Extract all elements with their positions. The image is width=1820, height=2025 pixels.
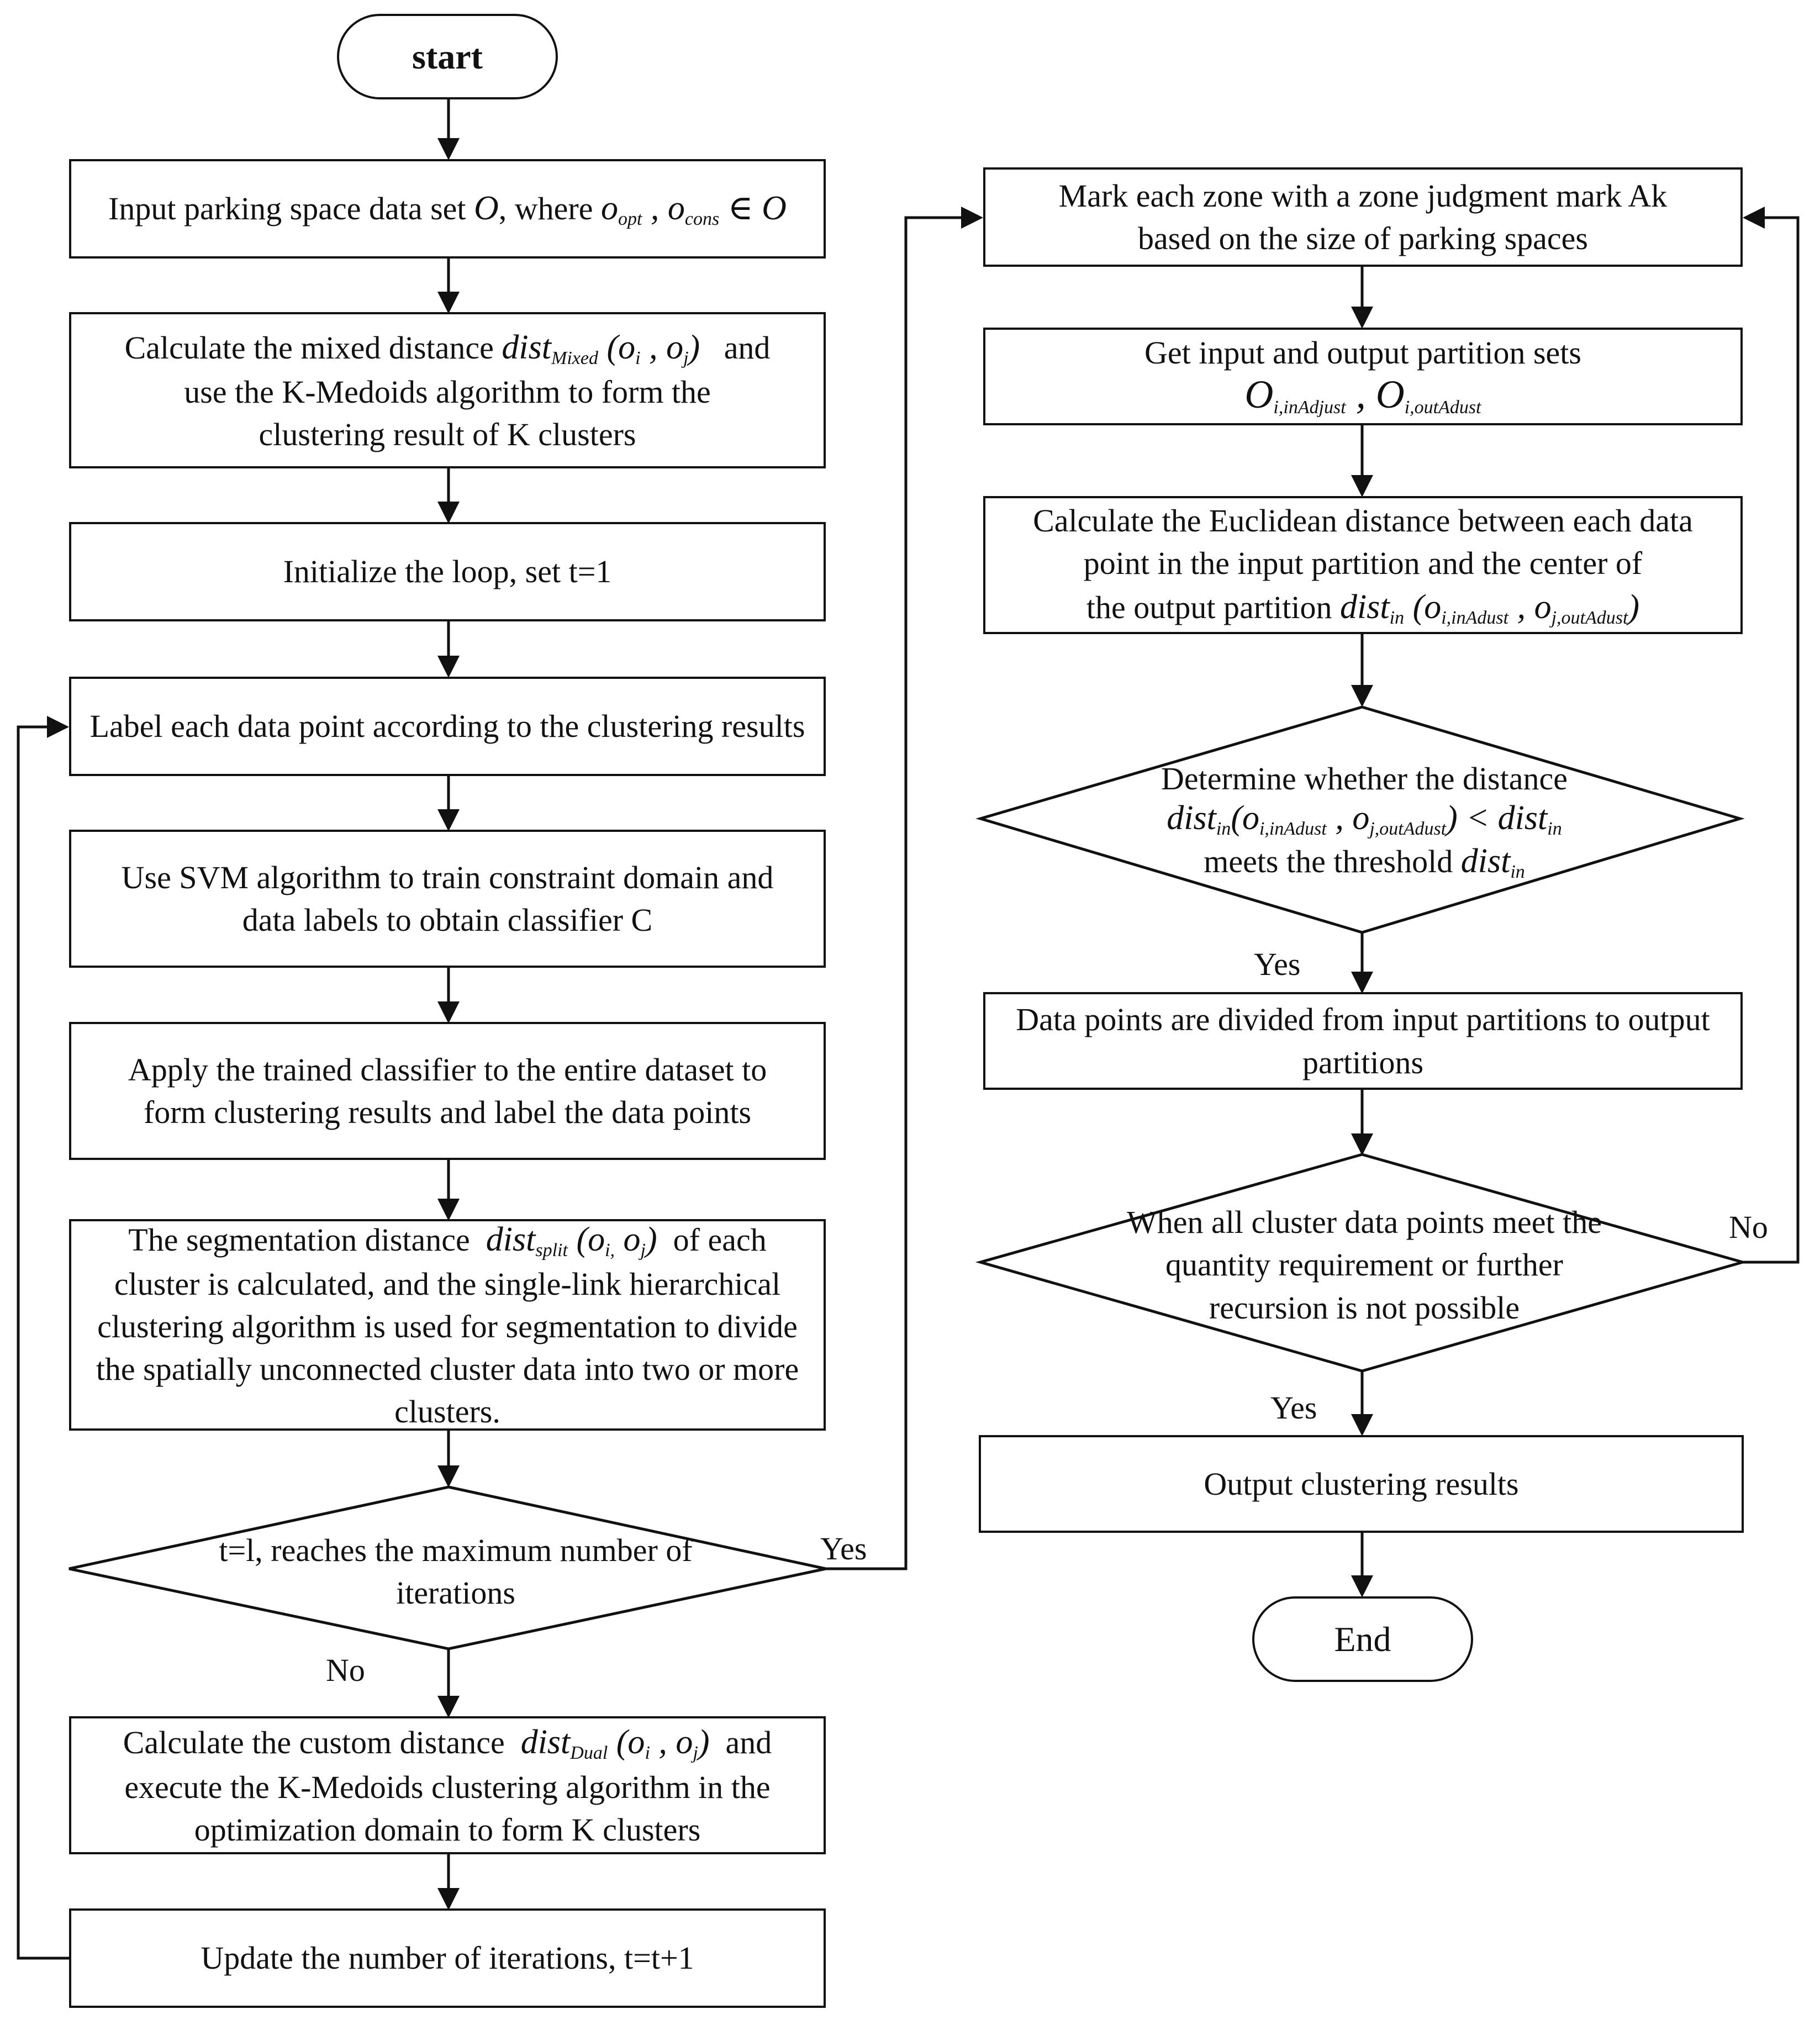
formula-dist-mixed: distMixed (oi , oj) [502,328,700,368]
input-dataset-box: Input parking space data set O, where oo… [69,159,826,259]
all-met-decision-text: When all cluster data points meet the qu… [1110,1204,1618,1326]
input-where: where [514,191,593,227]
mixed-distance-box: Calculate the mixed distance distMixed (… [69,312,826,468]
start-label: start [412,36,483,76]
segmentation-box: The segmentation distance distsplit (oi,… [69,1219,826,1431]
threshold-decision-text: Determine whether the distance distin(oi… [1099,760,1629,884]
edge-label-allmet-yes: Yes [1270,1390,1317,1426]
custom-label-b: execute the K-Medoids clustering algorit… [124,1769,771,1848]
threshold-text-b: meets the threshold [1204,843,1453,880]
label-points-box: Label each data point according to the c… [69,677,826,776]
formula-threshold: distin [1460,842,1525,883]
edge-label-iter-no: No [326,1652,365,1688]
formula-dist-dual: distDual (oi , oj) [520,1723,710,1764]
label-points-text: Label each data point according to the c… [89,708,805,745]
end-terminal: End [1252,1596,1473,1682]
mixed-label-b: use the K-Medoids algorithm to form the [184,374,711,410]
mixed-and: and [724,329,771,366]
mixed-label-a: Calculate the mixed distance [124,329,494,366]
decision-diamond-all-met [975,1153,1748,1373]
input-label: Input parking space data set [108,191,466,227]
decision-diamond-threshold [975,705,1745,934]
mixed-label-c: clustering result of K clusters [259,416,636,453]
custom-label-a: Calculate the custom distance [123,1725,505,1761]
formula-opt-cons: oopt , ocons ∈ O [600,189,787,230]
init-label: Initialize the loop, set t=1 [283,553,612,590]
formula-dist-in: distin (oi,inAdust , oj,outAdust) [1340,588,1640,629]
update-text: Update the number of iterations, t=t+1 [201,1940,694,1976]
euclidean-text-a: Calculate the Euclidean distance between… [1033,503,1693,582]
apply-classifier-box: Apply the trained classifier to the enti… [69,1022,826,1160]
euclidean-text-b: the output partition [1086,589,1332,626]
divide-text: Data points are divided from input parti… [1016,1001,1710,1080]
edge-label-threshold-yes: Yes [1254,946,1301,982]
formula-partition-sets: Oi,inAdjust , Oi,outAdust [1244,372,1481,418]
edge-decision-yes [826,207,983,1570]
custom-and: and [725,1725,772,1761]
custom-distance-box: Calculate the custom distance distDual (… [69,1716,826,1854]
output-results-box: Output clustering results [979,1435,1744,1533]
edge-label-iter-yes: Yes [820,1531,867,1567]
decision-diamond-iterations [68,1485,826,1650]
zone-mark-box: Mark each zone with a zone judgment mark… [983,167,1743,267]
svm-text: Use SVM algorithm to train constraint do… [121,859,774,938]
divide-points-box: Data points are divided from input parti… [983,992,1743,1090]
formula-dist-split: distsplit (oi, oj) [486,1220,657,1261]
iterations-decision-label: t=l, reaches the maximum number of itera… [219,1532,693,1611]
partition-sets-text: Get input and output partition sets [1144,335,1581,371]
edge-loop-back [17,716,69,1960]
seg-label-a: The segmentation distance [128,1221,470,1258]
threshold-text-a: Determine whether the distance [1161,760,1568,797]
apply-text: Apply the trained classifier to the enti… [128,1051,767,1130]
output-text: Output clustering results [1204,1465,1519,1502]
all-met-text: When all cluster data points meet the qu… [1126,1204,1602,1326]
euclidean-box: Calculate the Euclidean distance between… [983,496,1743,634]
formula-O: O [474,189,499,228]
formula-threshold-compare: distin(oi,inAdust , oj,outAdust) < disti… [1167,799,1562,840]
partition-sets-box: Get input and output partition sets Oi,i… [983,328,1743,425]
zone-mark-text: Mark each zone with a zone judgment mark… [1058,177,1668,256]
end-label: End [1334,1619,1391,1659]
svm-train-box: Use SVM algorithm to train constraint do… [69,830,826,968]
edge-label-allmet-no: No [1729,1209,1768,1245]
iterations-decision-text: t=l, reaches the maximum number of itera… [177,1530,735,1613]
update-iterations-box: Update the number of iterations, t=t+1 [69,1908,826,2008]
edge-allmet-no [1743,207,1800,1264]
seg-label-b: cluster is calculated, and the single-li… [96,1265,799,1430]
start-terminal: start [337,14,558,99]
init-loop-box: Initialize the loop, set t=1 [69,522,826,621]
seg-of: of each [673,1221,767,1258]
